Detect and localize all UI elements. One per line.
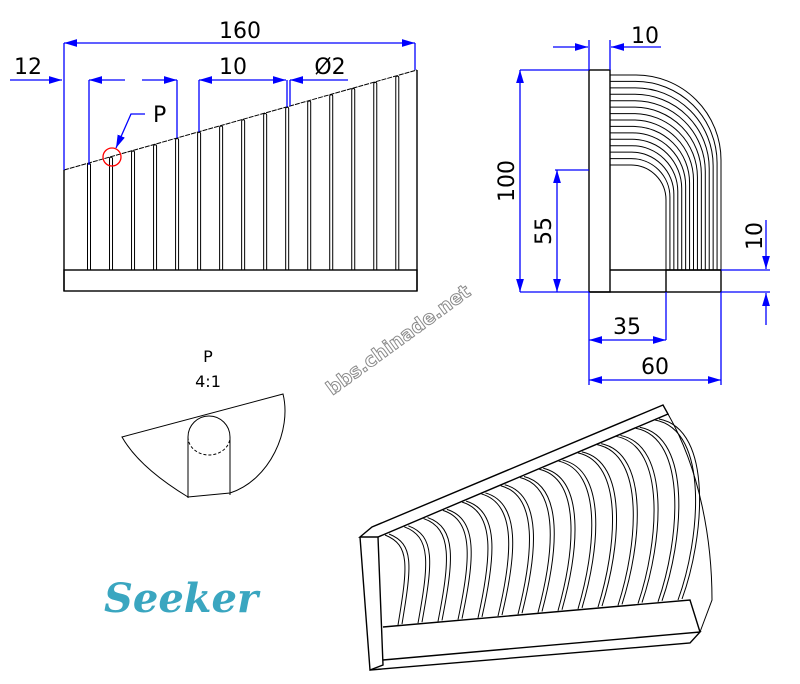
iso-wire [616, 435, 655, 604]
iso-wire-edge [523, 476, 555, 612]
detail-p-leader [115, 113, 145, 149]
detail-scale: 4:1 [195, 372, 221, 391]
side-wire [610, 100, 706, 270]
iso-wire-edge [639, 426, 680, 601]
side-wire [610, 106, 702, 270]
side-wire [610, 113, 698, 270]
side-wire [610, 74, 722, 270]
side-wire [610, 138, 683, 270]
front-bar [285, 106, 290, 270]
detail-p-circle [102, 147, 122, 167]
side-wire [610, 132, 687, 270]
front-bar [109, 156, 114, 270]
signature: Seeker [104, 575, 261, 622]
front-bar [197, 131, 202, 270]
iso-wire [442, 509, 468, 620]
iso-wire-edge [446, 508, 472, 619]
side-base-block [665, 269, 722, 293]
side-wire [610, 158, 671, 270]
iso-wire [597, 444, 634, 606]
side-wire [610, 87, 714, 270]
front-bar [87, 162, 91, 270]
iso-wire-edge [543, 467, 576, 610]
front-bars [87, 75, 400, 270]
front-base [63, 269, 418, 292]
iso-wire [404, 526, 427, 624]
side-wire [610, 151, 675, 270]
dim-top-10-text: 10 [631, 24, 659, 49]
dim-35-text: 35 [613, 315, 641, 340]
front-bar [263, 113, 268, 270]
iso-wire [577, 452, 613, 608]
side-wire [610, 80, 718, 270]
iso-wire-edge [562, 459, 597, 609]
iso-wire-edge [388, 533, 410, 625]
dim-55-text: 55 [532, 217, 557, 245]
front-bar [131, 150, 136, 270]
iso-wire-edge [485, 492, 514, 616]
front-bar [153, 144, 158, 270]
detail-bar-top [187, 415, 231, 438]
iso-top-rail [358, 404, 669, 538]
iso-right-edge [667, 413, 713, 633]
side-view: 100 55 10 10 35 60 [495, 24, 770, 385]
detail-view: P 4:1 [121, 347, 286, 498]
isometric-view [358, 404, 713, 671]
dim-100-text: 100 [495, 160, 520, 202]
iso-wire [558, 460, 593, 610]
front-bar [373, 81, 378, 270]
iso-wire [423, 518, 447, 622]
dim-10-text: 10 [219, 55, 247, 80]
side-wire [610, 125, 691, 270]
front-bar [175, 138, 180, 270]
watermark: bbs.chinade.net [322, 281, 475, 400]
dim-60-text: 60 [641, 355, 669, 380]
iso-wire [654, 419, 697, 601]
side-wire [610, 93, 710, 270]
dim-base-10-text: 10 [743, 222, 768, 250]
iso-wire-edge [427, 517, 451, 621]
detail-bar-hidden [187, 436, 231, 456]
iso-left-panel [359, 536, 384, 671]
front-view: 160 12 10 Ø2 P [10, 19, 418, 292]
iso-wire [539, 468, 572, 611]
dim-12-text: 12 [14, 55, 42, 80]
iso-wire [384, 534, 406, 626]
detail-section [121, 393, 286, 498]
front-bar [351, 88, 356, 270]
iso-wire [461, 501, 489, 618]
iso-wire-edge [504, 484, 534, 614]
iso-base-front [369, 631, 702, 671]
iso-wire [635, 427, 676, 602]
front-bar [241, 119, 246, 270]
iso-base-top [382, 599, 701, 633]
side-back-plate [588, 69, 611, 293]
iso-wire [500, 485, 530, 615]
side-wires [610, 74, 722, 270]
iso-wire-edge [658, 418, 701, 600]
front-bar [395, 75, 400, 270]
side-wire [610, 164, 667, 270]
iso-wire-edge [408, 525, 431, 623]
front-slope-line [63, 69, 418, 171]
iso-wire-edge [465, 500, 493, 617]
iso-wire-edge [581, 451, 617, 607]
front-bar [219, 125, 224, 270]
side-wire [610, 145, 679, 270]
dim-diameter-text: Ø2 [314, 55, 345, 80]
detail-p-marker: P [153, 103, 166, 128]
detail-label: P [203, 347, 213, 366]
iso-wire-edge [620, 434, 659, 603]
iso-wire [519, 477, 551, 613]
iso-wire-edge [601, 443, 638, 605]
iso-wire [481, 493, 510, 617]
dim-160-text: 160 [219, 19, 261, 44]
front-bar [329, 94, 334, 270]
side-wire [610, 119, 694, 270]
iso-wires [384, 418, 701, 626]
front-bar [307, 100, 312, 270]
